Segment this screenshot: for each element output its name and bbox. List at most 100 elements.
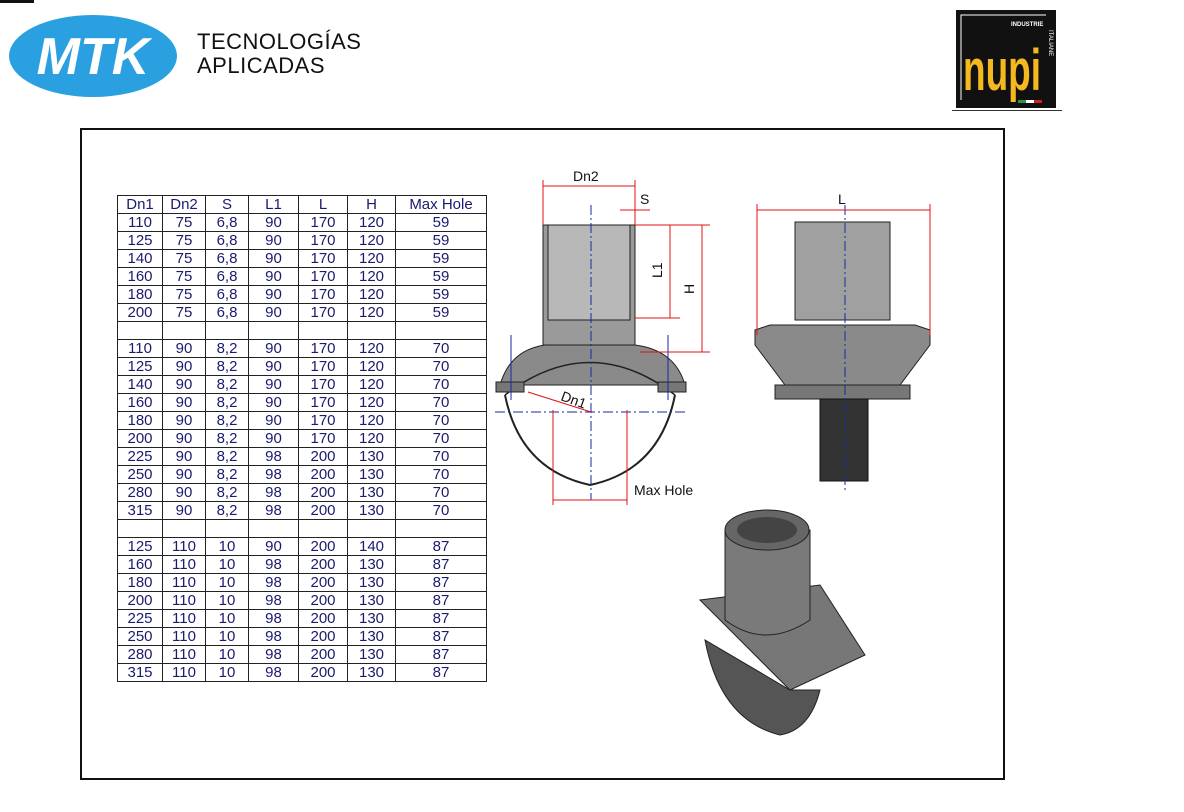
table-cell: 200 xyxy=(298,501,348,520)
table-cell: 200 xyxy=(298,645,348,664)
table-cell: 10 xyxy=(205,573,249,592)
drawing-frame xyxy=(80,128,1005,780)
table-cell: 130 xyxy=(347,501,396,520)
table-cell: 87 xyxy=(395,663,487,682)
table-cell xyxy=(117,321,163,340)
table-cell: 87 xyxy=(395,609,487,628)
table-cell: 200 xyxy=(298,465,348,484)
table-cell: 75 xyxy=(162,267,206,286)
table-cell: 170 xyxy=(298,357,348,376)
table-cell: 10 xyxy=(205,591,249,610)
table-cell: 170 xyxy=(298,429,348,448)
divider xyxy=(952,110,1062,111)
table-cell xyxy=(248,321,299,340)
table-cell: 59 xyxy=(395,231,487,250)
table-cell: 90 xyxy=(248,375,299,394)
table-cell: 70 xyxy=(395,447,487,466)
svg-text:INDUSTRIE: INDUSTRIE xyxy=(1011,22,1043,28)
nupi-logo: INDUSTRIE ITALIANE nupi xyxy=(956,10,1056,108)
table-cell: 170 xyxy=(298,375,348,394)
table-cell: 90 xyxy=(248,231,299,250)
table-cell: 8,2 xyxy=(205,411,249,430)
side-view-drawing: L xyxy=(754,191,931,490)
table-cell: 8,2 xyxy=(205,429,249,448)
table-cell: 120 xyxy=(347,411,396,430)
table-cell: 70 xyxy=(395,465,487,484)
table-cell: 130 xyxy=(347,663,396,682)
table-cell: 200 xyxy=(298,663,348,682)
table-cell xyxy=(347,321,396,340)
table-cell: 90 xyxy=(248,393,299,412)
table-cell xyxy=(162,519,206,538)
table-cell: 200 xyxy=(298,537,348,556)
table-cell: 140 xyxy=(117,375,163,394)
table-cell: 75 xyxy=(162,303,206,322)
table-cell: 8,2 xyxy=(205,375,249,394)
table-cell: 170 xyxy=(298,213,348,232)
table-cell: 98 xyxy=(248,573,299,592)
table-cell: 125 xyxy=(117,537,163,556)
table-cell: 90 xyxy=(162,429,206,448)
table-cell: 98 xyxy=(248,663,299,682)
table-cell: 170 xyxy=(298,393,348,412)
table-cell: 110 xyxy=(162,609,206,628)
svg-text:Dn2: Dn2 xyxy=(573,168,599,184)
table-cell: 6,8 xyxy=(205,231,249,250)
table-cell: 110 xyxy=(162,663,206,682)
table-cell: 90 xyxy=(248,303,299,322)
column-header: S xyxy=(205,195,249,214)
table-cell: 280 xyxy=(117,645,163,664)
table-cell: 200 xyxy=(298,447,348,466)
table-cell: 130 xyxy=(347,465,396,484)
table-cell: 130 xyxy=(347,645,396,664)
table-cell xyxy=(347,519,396,538)
table-cell xyxy=(117,519,163,538)
table-cell: 130 xyxy=(347,627,396,646)
table-cell: 87 xyxy=(395,573,487,592)
column-header: L1 xyxy=(248,195,299,214)
table-cell: 8,2 xyxy=(205,501,249,520)
table-cell: 110 xyxy=(162,573,206,592)
table-cell: 130 xyxy=(347,591,396,610)
table-cell: 120 xyxy=(347,267,396,286)
corner-mark xyxy=(0,0,34,3)
table-cell: 160 xyxy=(117,555,163,574)
technical-drawings: Dn2 S L1 H Dn1 Max Hole L xyxy=(495,168,931,736)
table-cell: 90 xyxy=(248,267,299,286)
table-cell: 70 xyxy=(395,483,487,502)
table-cell: 10 xyxy=(205,609,249,628)
table-cell: 75 xyxy=(162,249,206,268)
table-cell: 315 xyxy=(117,663,163,682)
svg-text:L1: L1 xyxy=(649,262,665,278)
table-cell: 98 xyxy=(248,609,299,628)
table-cell: 75 xyxy=(162,231,206,250)
table-cell: 70 xyxy=(395,339,487,358)
table-cell: 70 xyxy=(395,375,487,394)
table-cell: 120 xyxy=(347,231,396,250)
table-cell: 98 xyxy=(248,591,299,610)
table-cell: 180 xyxy=(117,573,163,592)
table-cell: 6,8 xyxy=(205,303,249,322)
table-cell: 110 xyxy=(117,213,163,232)
table-cell: 98 xyxy=(248,465,299,484)
table-cell: 70 xyxy=(395,429,487,448)
table-cell: 180 xyxy=(117,285,163,304)
table-cell: 87 xyxy=(395,591,487,610)
table-cell: 200 xyxy=(298,627,348,646)
table-cell: 250 xyxy=(117,627,163,646)
svg-text:nupi: nupi xyxy=(963,38,1041,103)
table-cell xyxy=(162,321,206,340)
column-header: Dn1 xyxy=(117,195,163,214)
table-cell: 125 xyxy=(117,357,163,376)
table-cell: 120 xyxy=(347,249,396,268)
svg-text:Max Hole: Max Hole xyxy=(634,482,693,498)
mtk-logo: MTK xyxy=(9,15,177,97)
table-cell: 140 xyxy=(347,537,396,556)
table-cell: 10 xyxy=(205,645,249,664)
